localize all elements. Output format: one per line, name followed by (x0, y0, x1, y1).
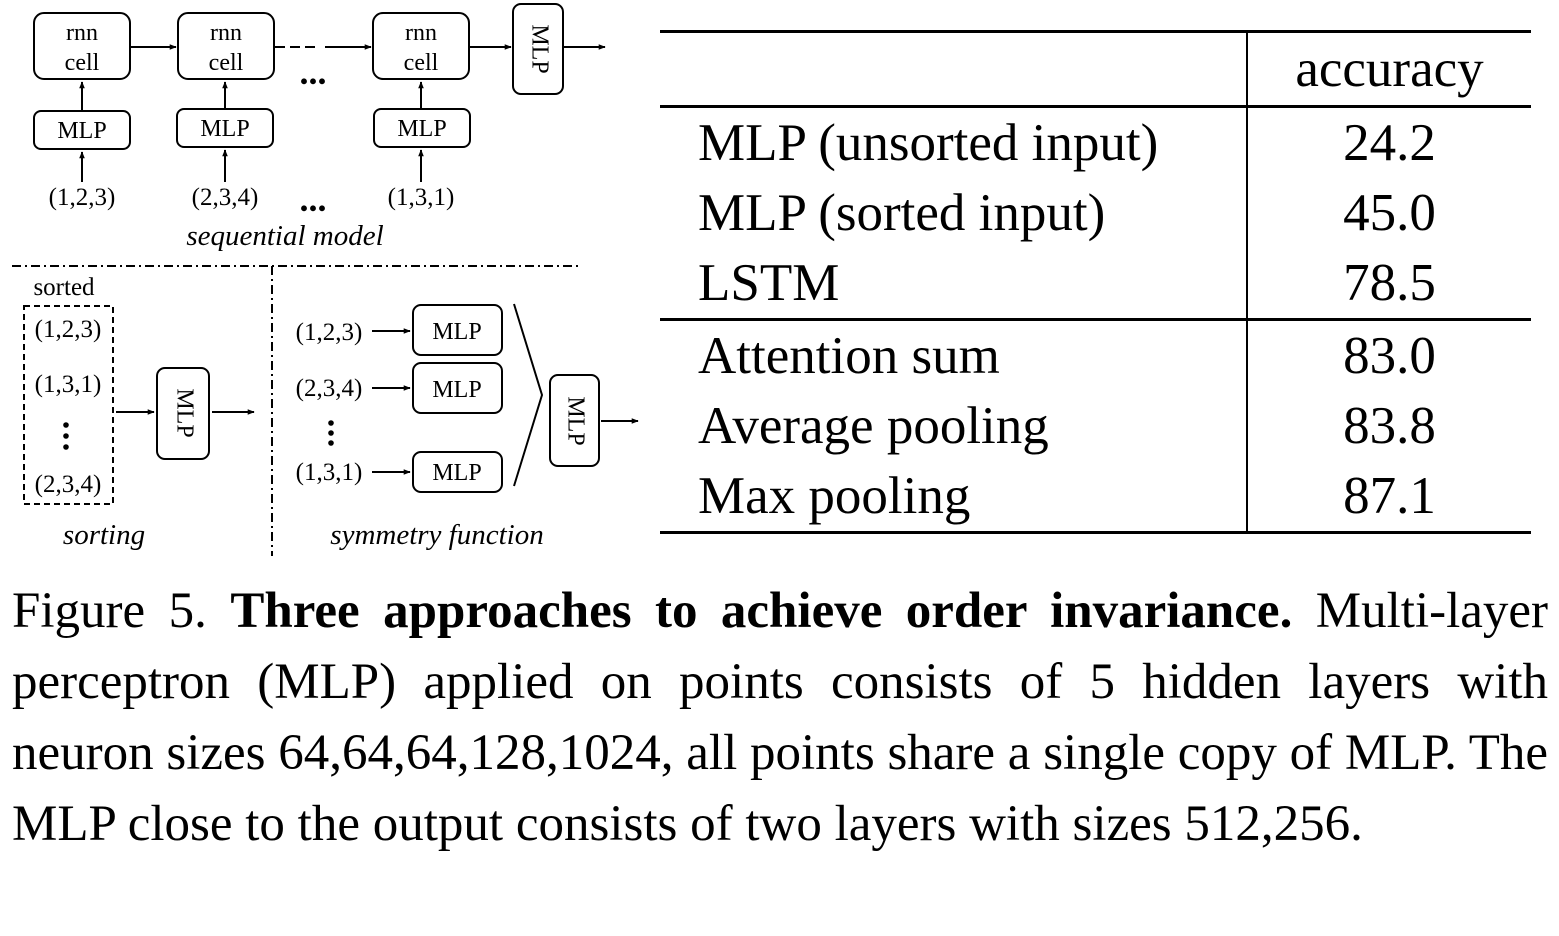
rnn-cell-3 (372, 12, 470, 80)
method-cell: MLP (unsorted input) (660, 106, 1248, 178)
rnn-cell-1-bottom: cell (65, 50, 100, 76)
sorted-item-2: (1,3,1) (35, 371, 102, 398)
sorted-header: sorted (33, 274, 95, 301)
sorting-approach: sorted (1,2,3) (1,3,1) (2,3,4) MLP sorti… (23, 274, 255, 551)
caption-title: Three approaches to achieve order invari… (230, 583, 1293, 639)
symmetry-input-3: (1,3,1) (296, 459, 363, 486)
order-invariance-diagram: rnn cell rnn cell rnn cell MLP ... MLP M… (12, 3, 639, 556)
method-cell: Attention sum (660, 318, 1248, 391)
method-cell: Max pooling (660, 461, 1248, 534)
accuracy-cell: 78.5 (1247, 248, 1531, 321)
accuracy-cell: 24.2 (1343, 114, 1436, 172)
header-method (660, 30, 1248, 108)
accuracy-cell: 83.8 (1343, 397, 1436, 455)
sequential-mlp-1-label: MLP (57, 118, 106, 144)
caption-body: Multi-layer perceptron (MLP) applied on … (12, 583, 1549, 852)
sorting-label: sorting (63, 519, 145, 551)
vertical-ellipsis-dot (63, 422, 69, 428)
symmetry-mlp-2 (412, 362, 503, 414)
sequential-mlp-2-label: MLP (200, 116, 249, 142)
rnn-cell-3-top: rnn (405, 20, 437, 46)
method-cell: MLP (sorted input) (660, 178, 1248, 248)
sequential-input-2: (2,3,4) (192, 184, 259, 211)
symmetry-aggregation-wedge (513, 303, 544, 487)
symmetry-mlp-1 (412, 304, 503, 356)
sorting-mlp (156, 367, 210, 460)
rnn-cell-1-top: rnn (66, 20, 98, 46)
method-cell: LSTM (660, 248, 1248, 321)
sequential-mlp-3 (373, 108, 471, 148)
vertical-ellipsis-dot (63, 433, 69, 439)
sorted-item-1: (1,2,3) (35, 316, 102, 343)
sequential-mlp-1 (33, 110, 131, 150)
caption-label: Figure 5. (12, 583, 207, 639)
sequential-ellipsis-bottom: ... (300, 179, 327, 219)
sorted-item-3: (2,3,4) (35, 471, 102, 498)
table-row: Max pooling 87.1 (660, 461, 1531, 534)
sequential-model: rnn cell rnn cell rnn cell MLP ... MLP M… (33, 3, 606, 252)
sequential-output-mlp (512, 3, 564, 95)
sequential-model-label: sequential model (186, 220, 383, 252)
symmetry-mlp-3 (412, 451, 503, 493)
rnn-cell-2-top: rnn (210, 20, 242, 46)
symmetry-mlp-3-label: MLP (432, 460, 481, 486)
rnn-cell-2 (177, 12, 275, 80)
accuracy-cell: 45.0 (1343, 184, 1436, 242)
sorted-list-box (23, 305, 114, 505)
symmetry-mlp-1-label: MLP (432, 319, 481, 345)
symmetry-input-1: (1,2,3) (296, 319, 363, 346)
figure-caption: Figure 5. Three approaches to achieve or… (12, 576, 1548, 860)
method-cell: Average pooling (660, 391, 1248, 461)
table-row: MLP (sorted input) 45.0 (660, 178, 1531, 248)
symmetry-function-approach: (1,2,3) (2,3,4) (1,3,1) MLP MLP MLP MLP … (296, 303, 639, 551)
table-row: Attention sum 83.0 (660, 318, 1531, 391)
vertical-ellipsis-dot (328, 420, 334, 426)
vertical-ellipsis-dot (63, 444, 69, 450)
symmetry-input-2: (2,3,4) (296, 375, 363, 402)
sequential-mlp-2 (176, 108, 274, 148)
sequential-ellipsis-top: ... (300, 52, 327, 92)
symmetry-function-label: symmetry function (330, 519, 543, 551)
accuracy-cell: 83.0 (1247, 318, 1531, 391)
sequential-input-1: (1,2,3) (49, 184, 116, 211)
table-row: MLP (unsorted input) 24.2 (660, 106, 1531, 178)
table-header-row: accuracy (660, 30, 1531, 108)
best-accuracy-cell: 87.1 (1247, 461, 1531, 534)
table-row: Average pooling 83.8 (660, 391, 1531, 461)
accuracy-table: accuracy MLP (unsorted input) 24.2 MLP (… (660, 30, 1531, 534)
table-row: LSTM 78.5 (660, 248, 1531, 321)
symmetry-output-mlp (549, 374, 600, 467)
rnn-cell-3-bottom: cell (404, 50, 439, 76)
sequential-input-3: (1,3,1) (388, 184, 455, 211)
symmetry-output-mlp-label: MLP (562, 396, 588, 445)
vertical-ellipsis-dot (328, 440, 334, 446)
symmetry-mlp-2-label: MLP (432, 377, 481, 403)
header-accuracy: accuracy (1247, 30, 1531, 108)
rnn-cell-2-bottom: cell (209, 50, 244, 76)
sequential-output-mlp-label: MLP (526, 24, 552, 73)
vertical-ellipsis-dot (328, 430, 334, 436)
rnn-cell-1 (33, 12, 131, 80)
sequential-mlp-3-label: MLP (397, 116, 446, 142)
sorting-mlp-label: MLP (171, 388, 197, 437)
